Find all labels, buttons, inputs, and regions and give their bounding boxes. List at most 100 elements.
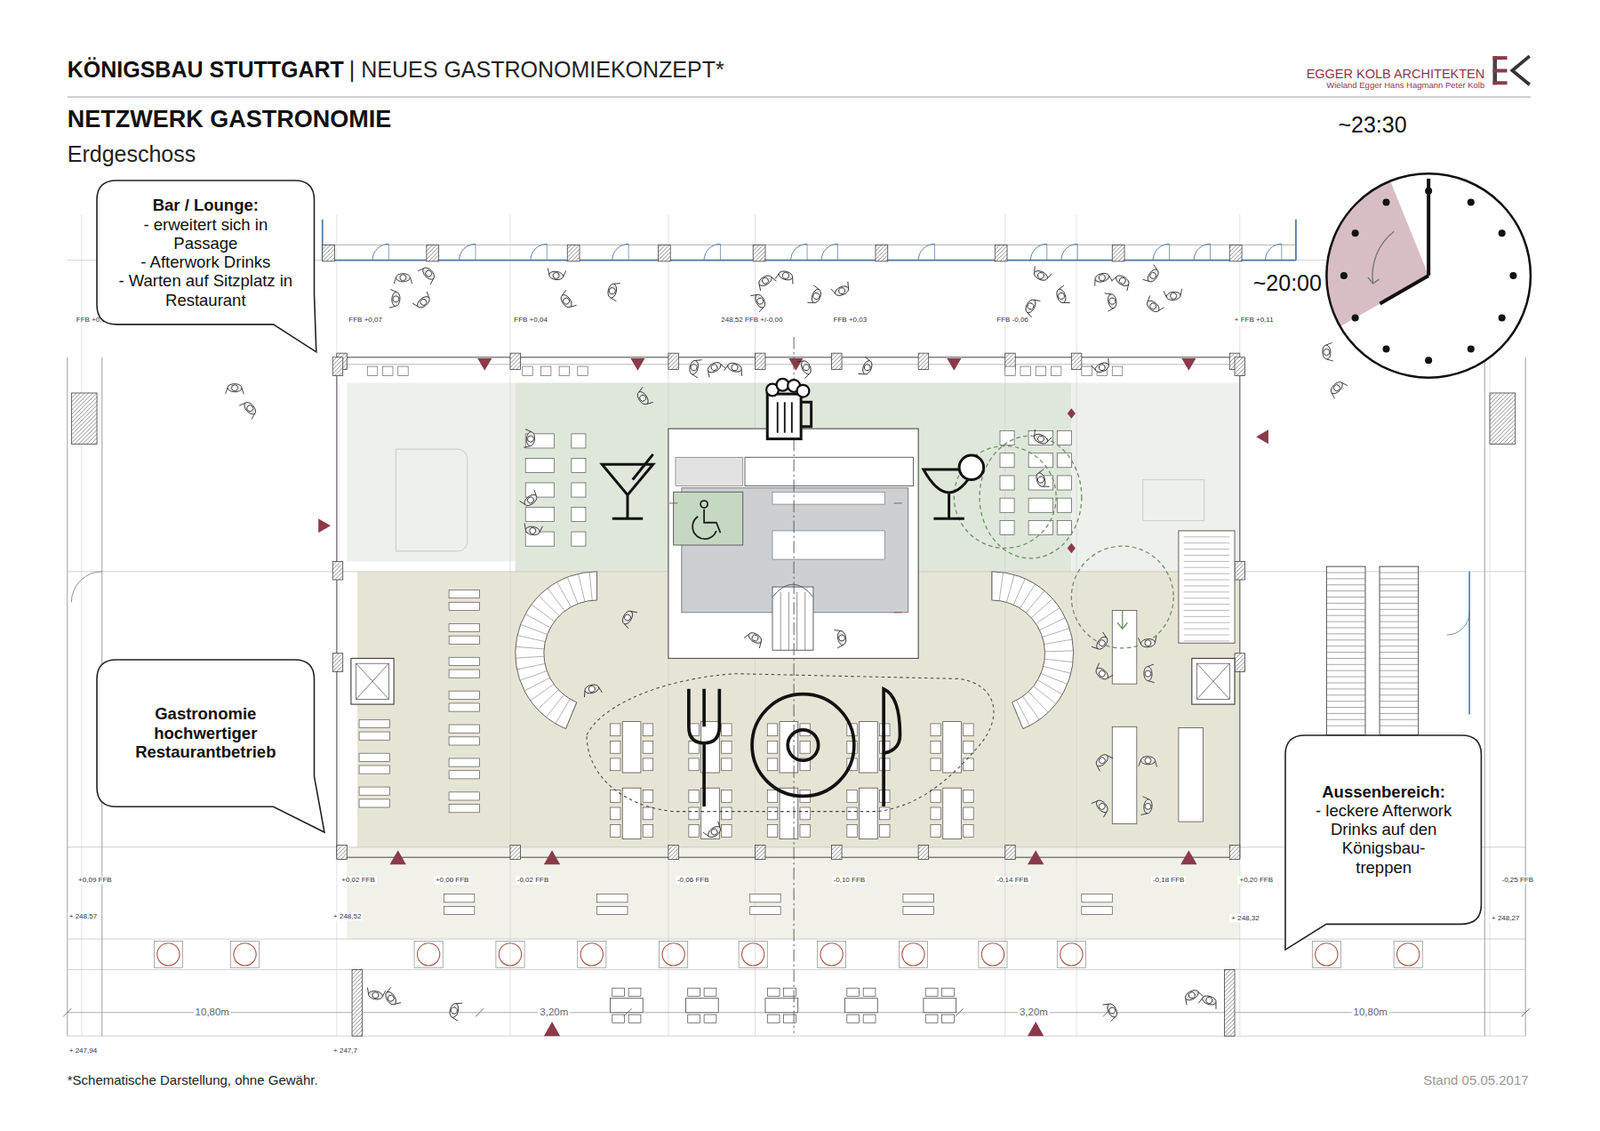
chair: [609, 758, 620, 771]
callout-bubble: Bar / Lounge:- erweitert sich in Passage…: [96, 180, 315, 325]
person-symbol: [520, 489, 539, 506]
person-symbol: [1094, 665, 1111, 681]
elevator: [356, 663, 390, 699]
pillar: [657, 245, 671, 262]
column: [820, 943, 843, 966]
person-symbol: [1141, 796, 1150, 816]
chair: [1000, 520, 1015, 535]
chair: [847, 824, 857, 838]
person-symbol: [1105, 1001, 1120, 1018]
person-symbol: [419, 297, 429, 307]
clock-dot: [1509, 272, 1517, 280]
person-symbol: [1095, 663, 1113, 680]
person-symbol: [833, 284, 850, 298]
stair-step: [517, 635, 545, 642]
person-symbol: [385, 986, 401, 1006]
chair: [925, 987, 938, 996]
escalator-step: [1326, 681, 1366, 683]
chair: [942, 1014, 955, 1023]
chair: [847, 790, 857, 803]
elevation-label: + 248,27: [1489, 914, 1521, 923]
stair-step: [1184, 603, 1231, 605]
chair: [704, 1014, 717, 1023]
chair: [522, 366, 533, 376]
pillar: [1224, 969, 1235, 1037]
door-leaf: [720, 243, 721, 260]
pillar: [322, 245, 336, 262]
spiral-stair: [992, 571, 1074, 729]
spiral-stair: [992, 571, 1074, 729]
person-symbol: [451, 1000, 463, 1021]
table: [750, 894, 781, 903]
door-leaf: [1168, 243, 1170, 260]
person-symbol: [1328, 379, 1345, 396]
person-symbol: [1144, 664, 1155, 683]
person-symbol: [610, 281, 621, 302]
stair-step: [537, 689, 559, 710]
chair: [1000, 453, 1015, 468]
chair: [963, 807, 974, 820]
person-symbol: [1187, 991, 1196, 1000]
door-leaf: [934, 243, 936, 260]
stair-step: [545, 694, 564, 717]
elevation-label: + 247,7: [331, 1047, 360, 1056]
logo-bar: [1492, 68, 1507, 72]
person-symbol: [395, 273, 410, 282]
escalator-step: [1379, 651, 1419, 653]
table: [1028, 430, 1054, 445]
footnote: *Schematische Darstellung, ohne Gewähr.: [67, 1072, 319, 1088]
chair: [930, 824, 941, 838]
chair: [963, 824, 974, 838]
escalator-step: [1379, 670, 1419, 672]
dimension-label: 3,20m: [1017, 1006, 1050, 1018]
pillar: [754, 352, 765, 369]
level-label: -0,25 FFB: [1500, 875, 1536, 884]
person-symbol: [755, 272, 777, 290]
stair: [772, 584, 814, 597]
person-symbol: [1032, 429, 1053, 443]
person-symbol: [1163, 288, 1183, 297]
entrance-marker: [544, 849, 560, 864]
door-leaf: [546, 243, 548, 260]
stair-step: [515, 656, 544, 658]
escalator-step: [1379, 615, 1419, 616]
clock-dot: [1467, 344, 1475, 352]
person-symbol: [1094, 272, 1111, 284]
spiral-stair: [515, 571, 598, 729]
person-symbol: [1321, 344, 1331, 360]
stair-step: [520, 624, 548, 634]
person-symbol: [1140, 755, 1155, 765]
escalator-step: [1379, 572, 1419, 574]
column: [902, 943, 925, 966]
person-symbol: [756, 296, 765, 305]
stair-step: [780, 592, 782, 650]
chair: [721, 723, 732, 736]
chair: [963, 758, 974, 771]
pillar: [510, 352, 520, 369]
elevation-label: + 248,32: [1229, 914, 1261, 923]
person-symbol: [812, 291, 821, 300]
pillar: [71, 392, 97, 444]
person-symbol: [365, 987, 385, 1001]
chair: [767, 758, 777, 771]
person-symbol: [526, 431, 536, 447]
chair: [847, 987, 860, 996]
escalator-step: [1326, 572, 1366, 574]
grid-line: [509, 214, 511, 1036]
chair: [1000, 475, 1015, 490]
ghost-bar: [395, 448, 467, 552]
chair: [800, 824, 810, 838]
person-symbol: [1097, 363, 1106, 372]
person-symbol: [1144, 670, 1152, 677]
level-label: 248,52 FFB +/-0,00: [719, 316, 784, 325]
table: [923, 998, 957, 1013]
elevator: [356, 663, 390, 699]
table: [359, 765, 390, 774]
chair: [930, 758, 941, 771]
table: [525, 507, 554, 522]
person-symbol: [1094, 360, 1111, 375]
person-symbol: [241, 400, 258, 416]
chair: [382, 366, 392, 376]
table: [525, 482, 554, 497]
